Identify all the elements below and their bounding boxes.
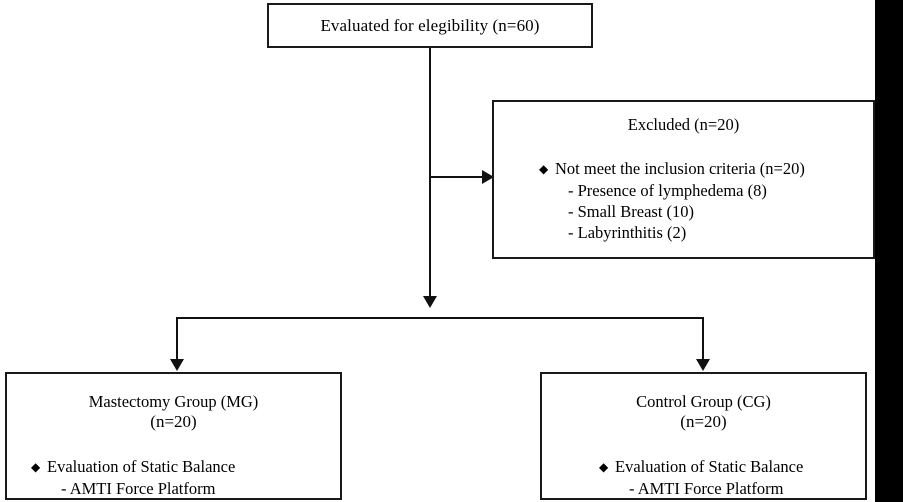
- right-edge-black-band: [875, 0, 903, 502]
- connector-split-bar: [176, 317, 704, 319]
- diamond-bullet-icon: ◆: [31, 460, 41, 474]
- excluded-sub-item: - Small Breast (10): [568, 202, 695, 221]
- mastectomy-group-bullet-label: Evaluation of Static Balance: [47, 457, 236, 476]
- control-group-title: Control Group (CG): [636, 392, 771, 411]
- connector-drop-to-mastectomy-group: [176, 317, 178, 361]
- node-control-group: Control Group (CG) (n=20) ◆ Evaluation of…: [540, 372, 867, 500]
- connector-branch-to-excluded: [429, 176, 484, 178]
- control-group-sub-item: - AMTI Force Platform: [629, 479, 784, 498]
- mastectomy-group-bullet-row: ◆ Evaluation of Static Balance: [31, 456, 340, 478]
- mastectomy-group-count: (n=20): [150, 412, 197, 431]
- node-excluded: Excluded (n=20) ◆ Not meet the inclusion …: [492, 100, 875, 259]
- arrowhead-down-to-split: [423, 296, 437, 308]
- excluded-sub-item: - Presence of lymphedema (8): [568, 181, 767, 200]
- control-group-bullet-label: Evaluation of Static Balance: [615, 457, 804, 476]
- connector-eligibility-trunk-lower: [429, 178, 431, 306]
- mastectomy-group-bullet-block: ◆ Evaluation of Static Balance - AMTI For…: [7, 456, 340, 499]
- excluded-heading: Excluded (n=20): [627, 115, 740, 134]
- connector-drop-to-control-group: [702, 317, 704, 361]
- mastectomy-group-title: Mastectomy Group (MG): [88, 392, 259, 411]
- arrowhead-down-to-mastectomy-group: [170, 359, 184, 371]
- arrowhead-right-to-excluded: [482, 170, 494, 184]
- excluded-bullet-row: ◆ Not meet the inclusion criteria (n=20): [539, 158, 873, 180]
- mastectomy-group-sub-item: - AMTI Force Platform: [61, 479, 216, 498]
- excluded-bullet-label: Not meet the inclusion criteria (n=20): [555, 159, 805, 178]
- control-group-bullet-block: ◆ Evaluation of Static Balance - AMTI For…: [542, 456, 865, 499]
- diamond-bullet-icon: ◆: [599, 460, 609, 474]
- node-eligibility: Evaluated for elegibility (n=60): [267, 3, 593, 48]
- control-group-count: (n=20): [680, 412, 727, 431]
- diamond-bullet-icon: ◆: [539, 162, 549, 176]
- eligibility-label: Evaluated for elegibility (n=60): [320, 15, 540, 35]
- excluded-sub-item: - Labyrinthitis (2): [568, 223, 687, 242]
- arrowhead-down-to-control-group: [696, 359, 710, 371]
- control-group-bullet-row: ◆ Evaluation of Static Balance: [599, 456, 865, 478]
- node-mastectomy-group: Mastectomy Group (MG) (n=20) ◆ Evaluation…: [5, 372, 342, 500]
- excluded-bullet-block: ◆Not meet the inclusion criteria (n=20) …: [494, 158, 873, 243]
- connector-eligibility-trunk-upper: [429, 47, 431, 178]
